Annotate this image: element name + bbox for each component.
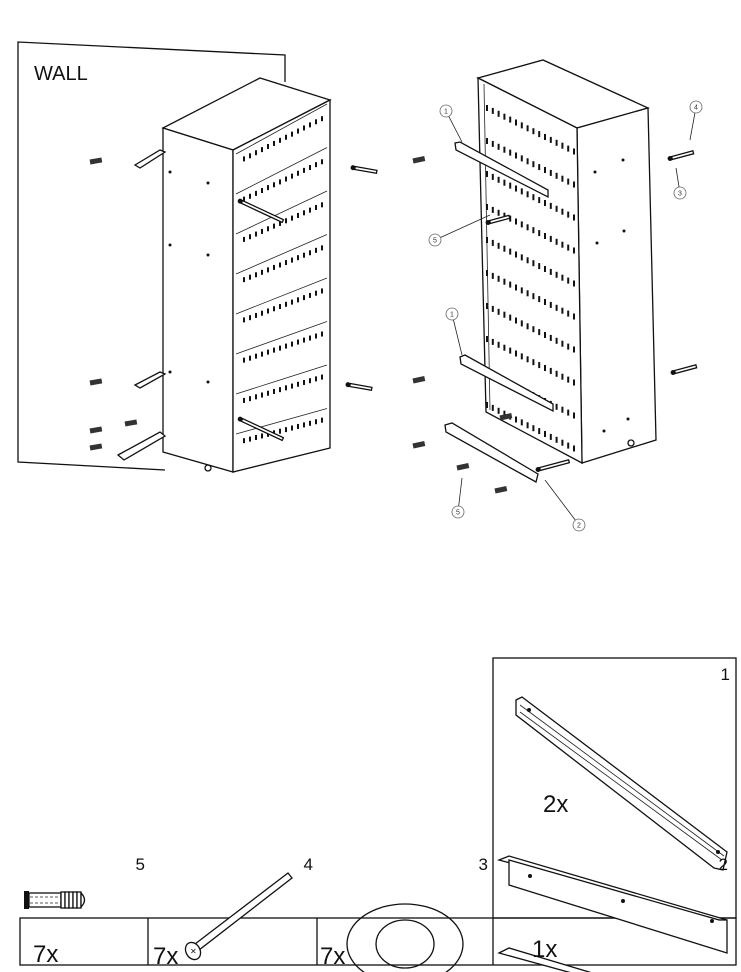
callout-5: 5	[428, 214, 491, 247]
part-5-number: 5	[136, 855, 145, 874]
callout-5: 5	[451, 477, 465, 519]
svg-text:2: 2	[577, 523, 581, 530]
part-2-bracket	[496, 855, 728, 954]
svg-text:3: 3	[678, 191, 682, 198]
part-4-qty: 7x	[153, 943, 178, 970]
left-rails-and-plugs	[89, 149, 378, 461]
part-5-qty: 7x	[33, 941, 58, 968]
part-4-screw-drawing: ✕	[184, 872, 293, 961]
part-3-number: 3	[479, 855, 488, 874]
callout-1: 1	[445, 307, 463, 356]
svg-text:✕: ✕	[190, 947, 197, 956]
svg-text:1: 1	[450, 312, 454, 319]
callout-3: 3	[673, 167, 687, 200]
part-1-qty: 2x	[543, 791, 568, 818]
wall-outline	[17, 41, 286, 471]
svg-text:1: 1	[444, 109, 448, 116]
part-5-wall-plug-drawing	[24, 891, 86, 909]
part-2-qty: 1x	[532, 936, 557, 963]
callout-4: 4	[689, 100, 703, 141]
svg-text:4: 4	[694, 105, 698, 112]
part-4-number: 4	[304, 855, 313, 874]
cabinet-front-view	[161, 77, 332, 473]
svg-text:5: 5	[456, 510, 460, 517]
callout-2: 2	[544, 479, 586, 532]
svg-text:5: 5	[433, 238, 437, 245]
right-rails-and-fasteners	[412, 141, 698, 494]
part-3-washer-drawing	[346, 903, 464, 972]
callout-1: 1	[439, 104, 463, 143]
part-2-number: 2	[719, 855, 728, 874]
part-2-angle-drawing	[497, 947, 592, 972]
part-1-rail-drawing	[515, 696, 728, 871]
part-1-number: 1	[721, 665, 730, 684]
parts-table	[19, 657, 737, 966]
part-3-qty: 7x	[320, 943, 345, 970]
cabinet-back-view	[476, 59, 657, 465]
wall-label: WALL	[34, 63, 88, 85]
